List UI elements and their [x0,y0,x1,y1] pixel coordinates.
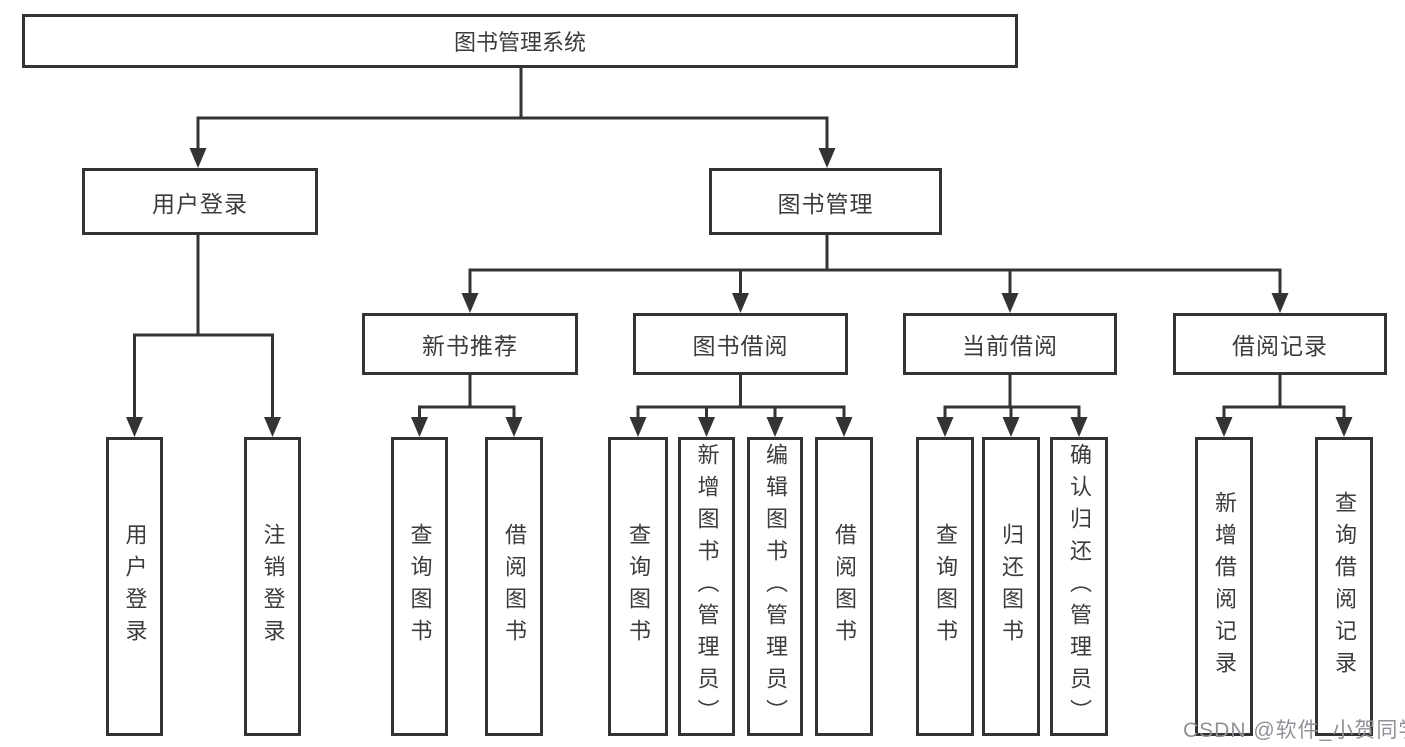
connector-user-login-children [133,235,274,419]
node-user-login: 用户登录 [82,168,318,235]
connector-book-borrow-children [636,375,846,419]
node-leaf-add-books-admin: 新增图书（管理员） [678,437,735,736]
node-leaf-return-books: 归还图书 [982,437,1040,736]
node-label: 图书借阅 [692,333,789,359]
node-label: 查询图书 [626,522,651,651]
node-leaf-borrow-books: 借阅图书 [485,437,543,736]
arrow-down-icon [461,293,479,313]
node-label: 新书推荐 [422,333,518,359]
node-label: 查询借阅记录 [1332,490,1357,683]
node-current-borrow: 当前借阅 [903,313,1117,375]
node-label: 新增借阅记录 [1212,490,1237,683]
node-leaf-edit-books-admin: 编辑图书（管理员） [747,437,803,736]
node-label: 当前借阅 [962,333,1058,359]
node-label: 查询图书 [407,522,433,651]
node-label: 查询图书 [933,522,958,651]
node-book-borrow: 图书借阅 [633,313,848,375]
node-leaf-borrow-books: 借阅图书 [815,437,873,736]
arrow-down-icon [1070,417,1088,437]
node-label: 借阅记录 [1232,333,1328,359]
arrow-down-icon [1001,293,1019,313]
node-leaf-query-books: 查询图书 [391,437,448,736]
node-leaf-query-borrow-record: 查询借阅记录 [1315,437,1373,736]
arrow-down-icon [835,417,853,437]
arrow-down-icon [766,417,784,437]
node-label: 用户登录 [152,190,248,217]
arrow-down-icon [698,417,715,437]
connector-new-book-children [418,375,516,419]
node-leaf-query-books: 查询图书 [608,437,668,736]
node-new-book-recommend: 新书推荐 [362,313,578,375]
node-label: 借阅图书 [832,522,857,651]
arrow-down-icon [1271,293,1289,313]
node-borrow-records: 借阅记录 [1173,313,1387,375]
arrow-down-icon [1002,417,1020,437]
node-label: 图书管理 [777,190,874,217]
arrow-down-icon [126,417,143,437]
connector-borrow-records-children [1222,375,1346,419]
connector-current-borrow-children [943,375,1081,419]
arrow-down-icon [818,148,836,168]
node-leaf-confirm-return-admin: 确认归还（管理员） [1050,437,1108,736]
node-leaf-query-books: 查询图书 [916,437,974,736]
node-label: 归还图书 [999,522,1024,651]
node-leaf-user-login: 用户登录 [106,437,163,736]
node-label: 图书管理系统 [453,30,586,55]
node-library-management-system: 图书管理系统 [22,14,1018,68]
arrow-down-icon [189,148,207,168]
node-label: 编辑图书（管理员） [763,442,788,731]
node-leaf-logout: 注销登录 [244,437,301,736]
arrow-down-icon [629,417,647,437]
node-leaf-add-borrow-record: 新增借阅记录 [1195,437,1253,736]
arrow-down-icon [1215,417,1233,437]
arrow-down-icon [936,417,954,437]
node-label: 用户登录 [122,522,148,651]
arrow-down-icon [264,417,281,437]
connector-book-management-children [468,235,1282,295]
node-label: 注销登录 [260,522,286,651]
connector-root-to-level2 [196,68,829,150]
arrow-down-icon [505,417,523,437]
arrow-down-icon [1335,417,1353,437]
node-label: 新增图书（管理员） [694,442,720,731]
arrow-down-icon [732,293,749,313]
arrow-down-icon [411,417,428,437]
node-label: 确认归还（管理员） [1067,442,1092,731]
node-book-management: 图书管理 [709,168,942,235]
csdn-watermark: CSDN @软件_小贺同学 [1183,719,1405,742]
node-label: 借阅图书 [502,522,527,651]
